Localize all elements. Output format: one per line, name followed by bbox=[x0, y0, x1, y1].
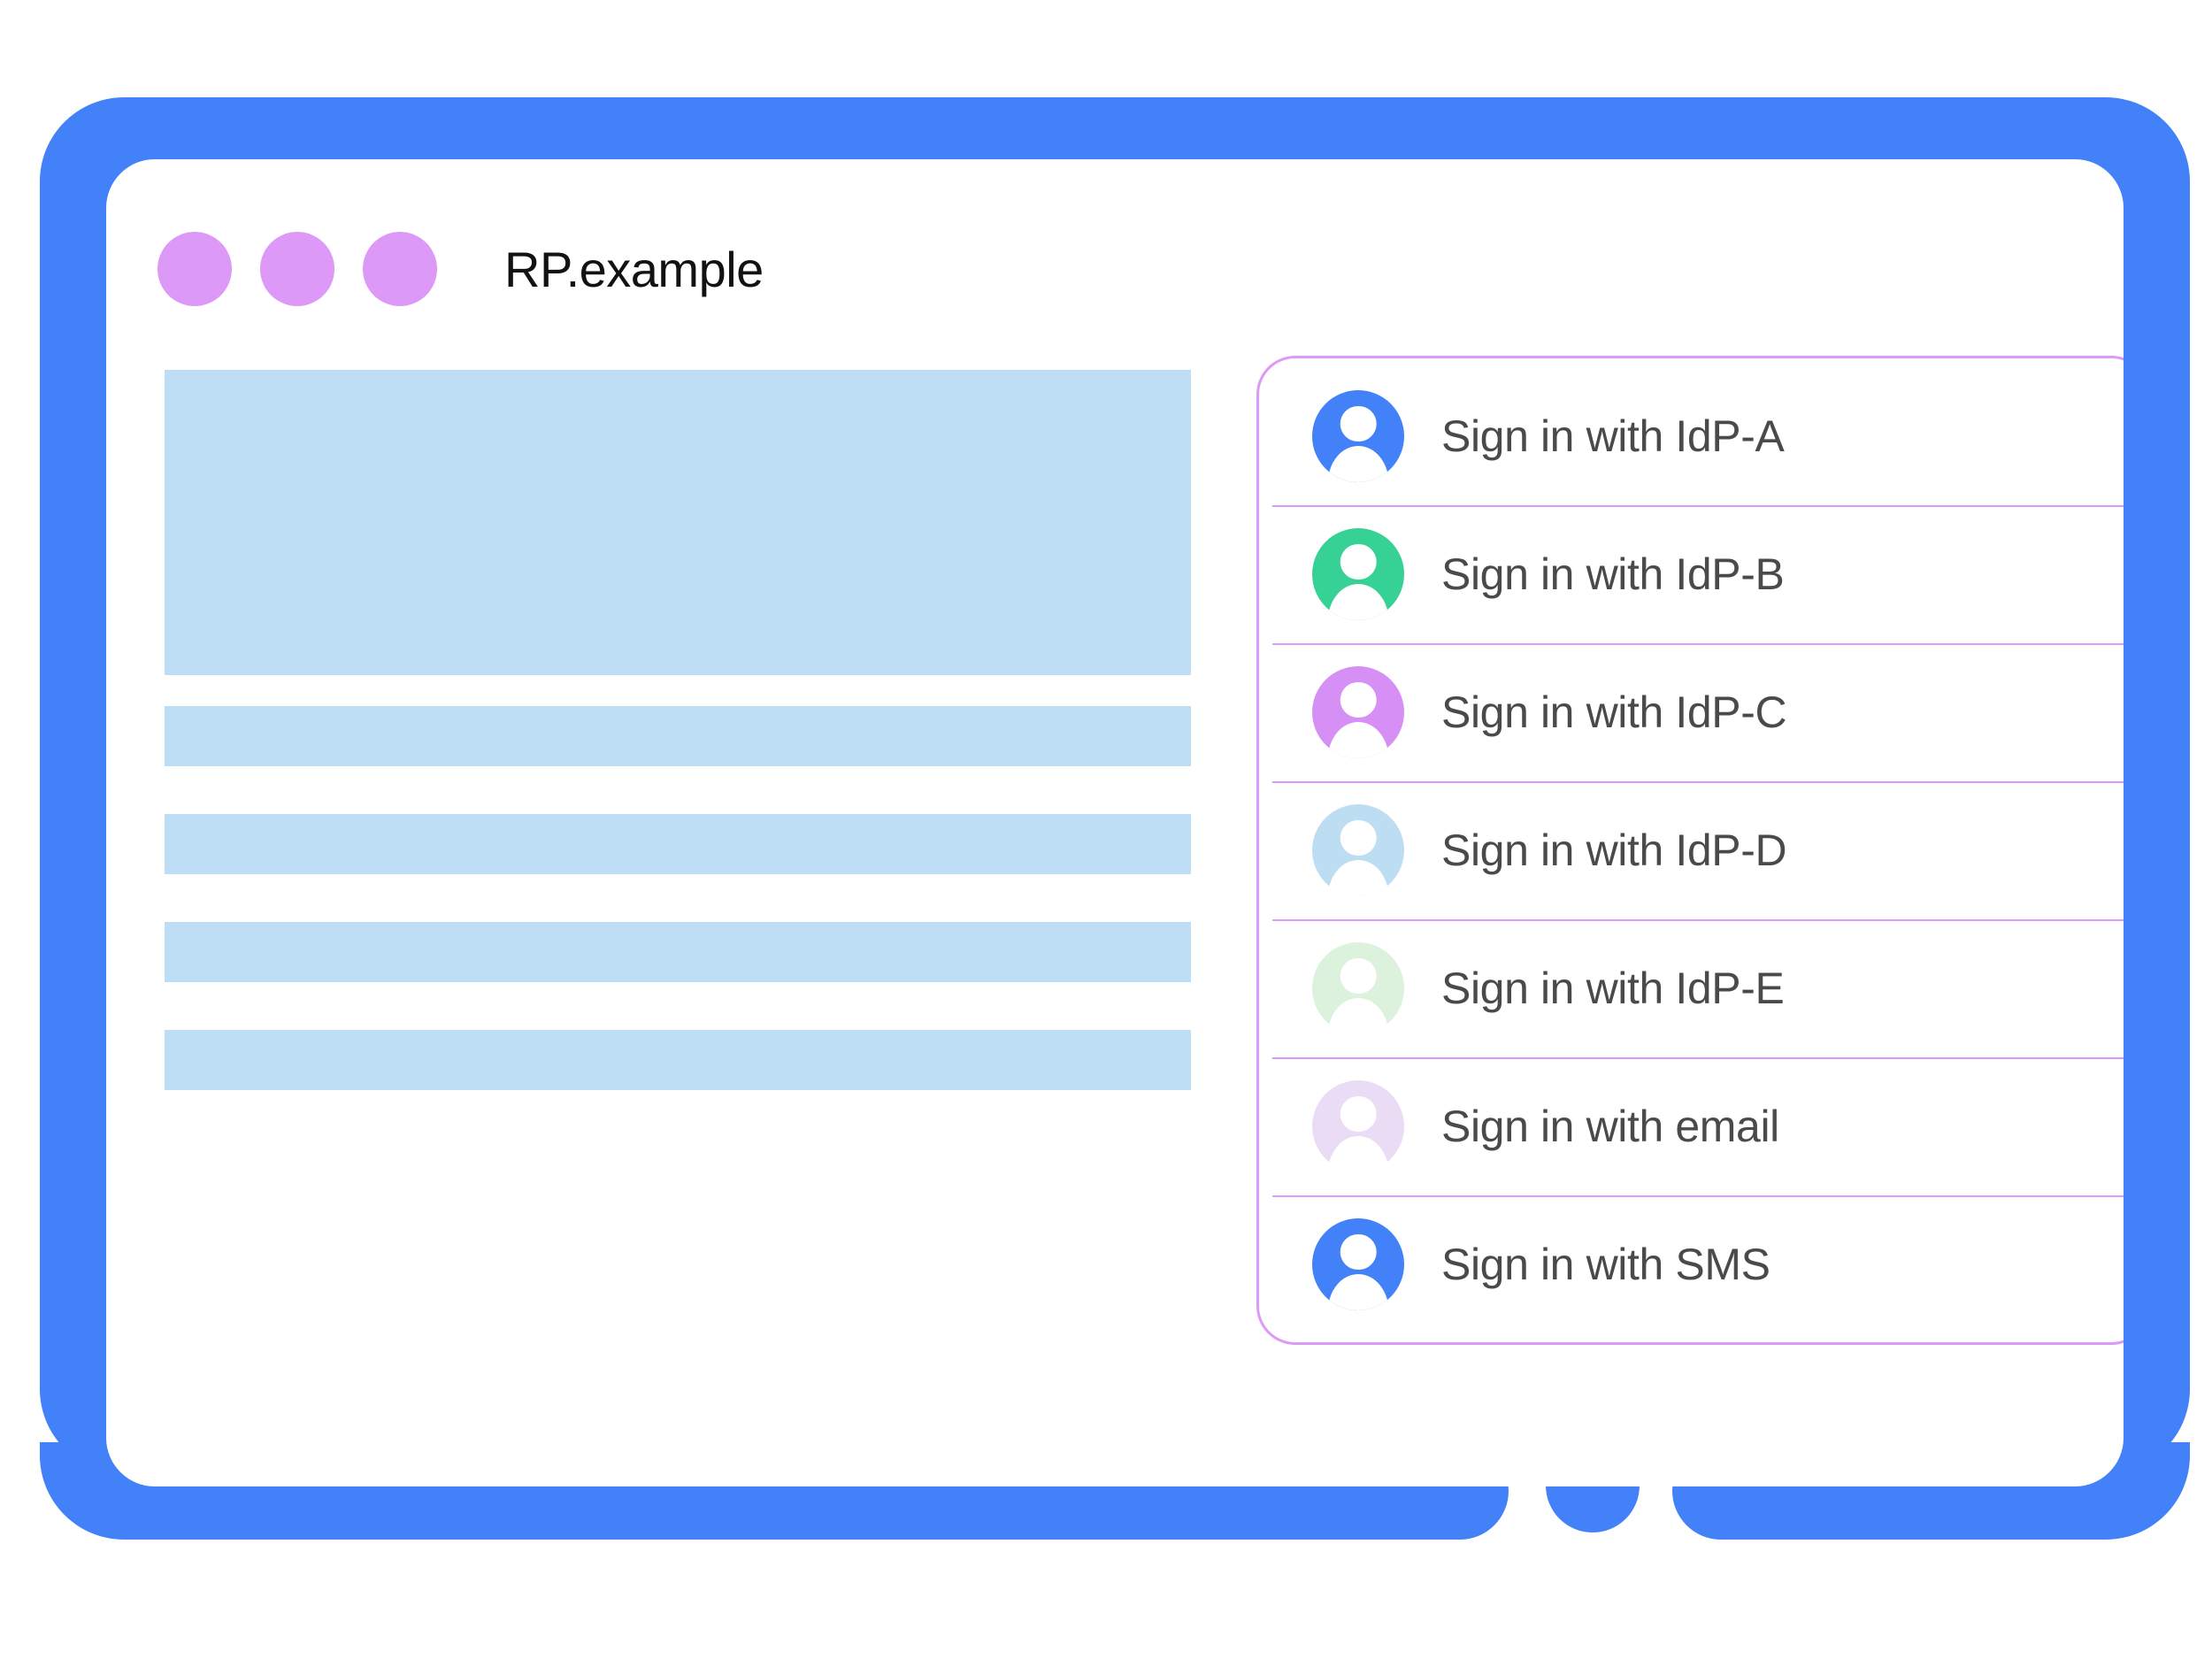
avatar-icon bbox=[1312, 528, 1404, 620]
idp-label: Sign in with IdP-D bbox=[1441, 826, 1787, 875]
window-dot-3[interactable] bbox=[363, 232, 437, 306]
browser-header: RP.example bbox=[157, 232, 764, 306]
text-bar-2 bbox=[165, 814, 1191, 874]
idp-label: Sign in with IdP-C bbox=[1441, 687, 1787, 737]
idp-row[interactable]: Sign in with IdP-C bbox=[1259, 643, 2124, 781]
idp-row[interactable]: Sign in with IdP-A bbox=[1259, 367, 2124, 505]
avatar-icon bbox=[1312, 666, 1404, 758]
idp-row[interactable]: Sign in with IdP-D bbox=[1259, 781, 2124, 919]
idp-label: Sign in with IdP-A bbox=[1441, 411, 1785, 461]
text-bar-4 bbox=[165, 1030, 1191, 1090]
idp-row[interactable]: Sign in with IdP-E bbox=[1259, 919, 2124, 1057]
window-dot-1[interactable] bbox=[157, 232, 232, 306]
avatar-icon bbox=[1312, 942, 1404, 1034]
avatar-icon bbox=[1312, 1218, 1404, 1310]
avatar-icon bbox=[1312, 390, 1404, 482]
avatar-icon bbox=[1312, 1080, 1404, 1172]
idp-label: Sign in with email bbox=[1441, 1102, 1779, 1151]
text-bar-3 bbox=[165, 922, 1191, 982]
page-content-placeholders bbox=[165, 370, 1191, 1090]
idp-row[interactable]: Sign in with email bbox=[1259, 1057, 2124, 1195]
idp-label: Sign in with SMS bbox=[1441, 1240, 1770, 1289]
hero-block bbox=[165, 370, 1191, 675]
text-bar-1 bbox=[165, 706, 1191, 766]
page-title: RP.example bbox=[504, 241, 764, 297]
window-dot-2[interactable] bbox=[260, 232, 334, 306]
idp-row[interactable]: Sign in with SMS bbox=[1259, 1195, 2124, 1333]
identity-provider-panel: Sign in with IdP-A Sign in with IdP-B Sign… bbox=[1256, 356, 2124, 1345]
idp-row[interactable]: Sign in with IdP-B bbox=[1259, 505, 2124, 643]
avatar-icon bbox=[1312, 804, 1404, 896]
idp-label: Sign in with IdP-B bbox=[1441, 549, 1785, 599]
idp-label: Sign in with IdP-E bbox=[1441, 964, 1785, 1013]
